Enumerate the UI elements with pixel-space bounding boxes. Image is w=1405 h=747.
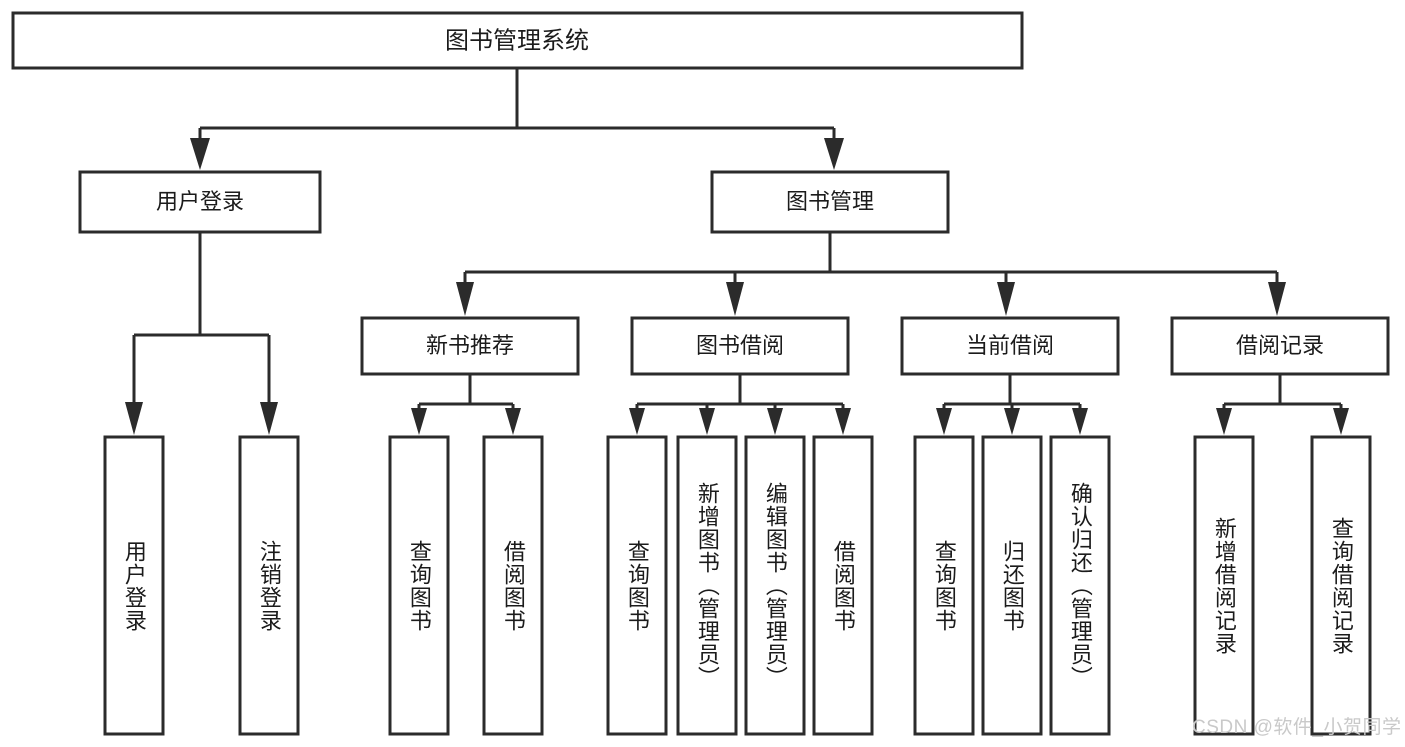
arrowhead-leaf-logout-login <box>260 402 278 435</box>
connector-new-book-rec-to-leaves <box>411 374 521 435</box>
csdn-watermark: CSDN @软件_小贺同学 <box>1192 717 1402 738</box>
arrowhead-borrow-record <box>1268 282 1286 316</box>
node-book-manage-label: 图书管理 <box>786 189 874 214</box>
node-new-book-rec-label: 新书推荐 <box>426 333 514 358</box>
connector-book-borrow-to-leaves <box>629 374 851 435</box>
connector-book-manage-to-level2 <box>456 232 1286 316</box>
node-current-borrow-label: 当前借阅 <box>966 333 1054 358</box>
leaf-query-book-3-box[interactable] <box>913 435 975 736</box>
leaf-query-book-1-box[interactable] <box>388 435 450 736</box>
leaf-add-book-box[interactable] <box>676 435 738 736</box>
node-book-borrow-label: 图书借阅 <box>696 333 784 358</box>
node-borrow-record-box <box>1170 316 1390 376</box>
arrowhead-leaf-add-book <box>699 408 715 435</box>
arrowhead-leaf-query-record <box>1333 408 1349 435</box>
arrowhead-leaf-user-login <box>125 402 143 435</box>
node-root-label: 图书管理系统 <box>445 27 589 54</box>
node-user-login[interactable]: 用户登录 <box>78 170 322 234</box>
leaf-borrow-book-2-box[interactable] <box>812 435 874 736</box>
arrowhead-current-borrow <box>997 282 1015 316</box>
connector-root-to-level1 <box>190 68 844 170</box>
arrowhead-leaf-edit-book <box>767 408 783 435</box>
arrowhead-leaf-return-book <box>1004 408 1020 435</box>
leaf-logout-login-box[interactable] <box>238 435 300 736</box>
arrowhead-book-borrow <box>726 282 744 316</box>
leaf-confirm-return-box[interactable] <box>1049 435 1111 736</box>
arrowhead-leaf-query-book-2 <box>629 408 645 435</box>
node-book-manage-box <box>710 170 950 234</box>
node-user-login-label: 用户登录 <box>156 189 244 214</box>
node-borrow-record-label: 借阅记录 <box>1236 333 1324 358</box>
connector-user-login-to-leaves <box>125 232 278 435</box>
node-book-borrow-box <box>630 316 850 376</box>
arrowhead-leaf-add-record <box>1216 408 1232 435</box>
arrowhead-book-manage <box>824 138 844 170</box>
leaf-user-login-box[interactable] <box>103 435 165 736</box>
node-current-borrow-box <box>900 316 1120 376</box>
leaf-query-record-box[interactable] <box>1310 435 1372 736</box>
connector-current-borrow-to-leaves <box>936 374 1088 435</box>
node-book-borrow[interactable]: 图书借阅 <box>630 316 850 376</box>
node-borrow-record[interactable]: 借阅记录 <box>1170 316 1390 376</box>
node-root[interactable]: 图书管理系统 <box>11 11 1024 70</box>
arrowhead-new-book-rec <box>456 282 474 316</box>
leaf-add-record-box[interactable] <box>1193 435 1255 736</box>
arrowhead-leaf-borrow-book-2 <box>835 408 851 435</box>
arrowhead-leaf-query-book-1 <box>411 408 427 435</box>
leaf-boxes-group <box>103 435 1372 736</box>
arrowhead-leaf-borrow-book-1 <box>505 408 521 435</box>
arrowhead-leaf-confirm-return <box>1072 408 1088 435</box>
leaf-borrow-book-1-box[interactable] <box>482 435 544 736</box>
arrowhead-leaf-query-book-3 <box>936 408 952 435</box>
node-current-borrow[interactable]: 当前借阅 <box>900 316 1120 376</box>
connector-borrow-record-to-leaves <box>1216 374 1349 435</box>
leaf-edit-book-box[interactable] <box>744 435 806 736</box>
arrowhead-user-login <box>190 138 210 170</box>
leaf-return-book-box[interactable] <box>981 435 1043 736</box>
node-new-book-rec[interactable]: 新书推荐 <box>360 316 580 376</box>
node-root-box <box>11 11 1024 70</box>
leaf-query-book-2-box[interactable] <box>606 435 668 736</box>
node-book-manage[interactable]: 图书管理 <box>710 170 950 234</box>
node-new-book-rec-box <box>360 316 580 376</box>
